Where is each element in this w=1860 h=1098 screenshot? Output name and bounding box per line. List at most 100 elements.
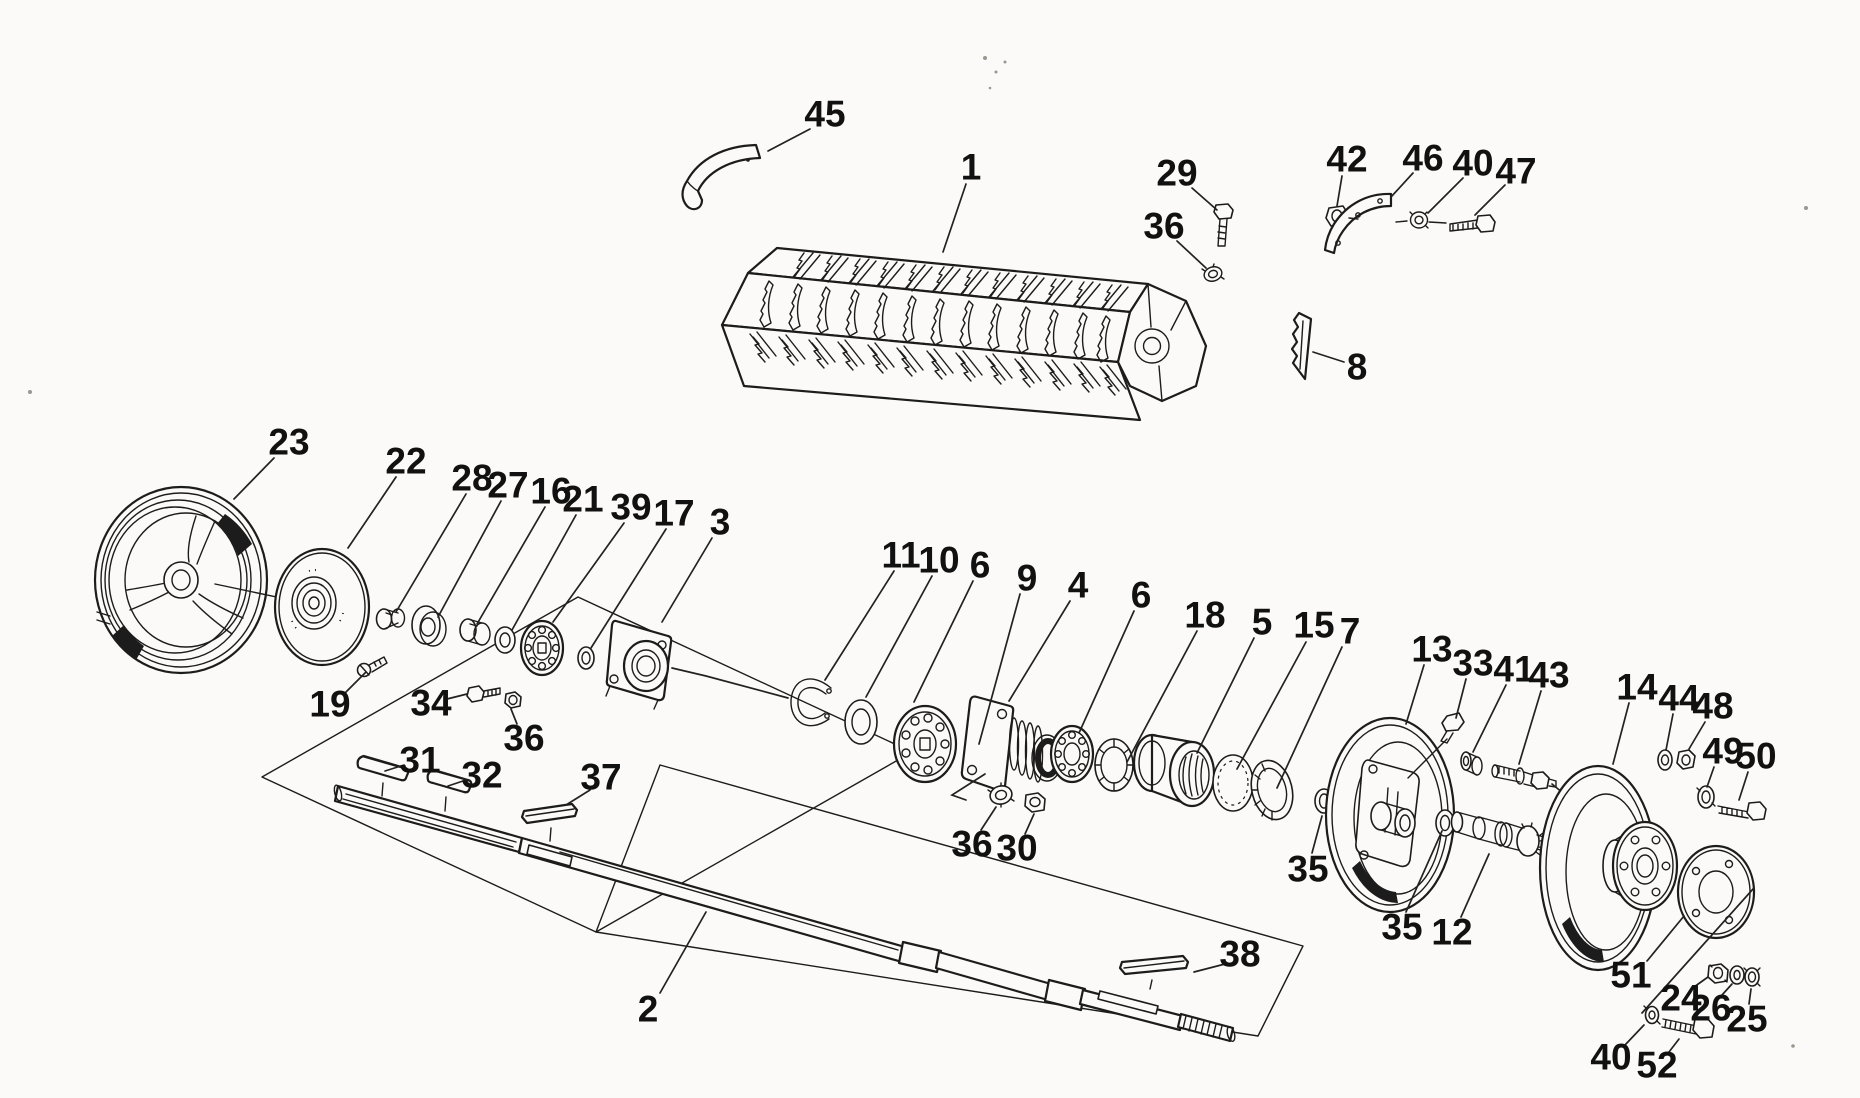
flanged-bushing-27 bbox=[411, 605, 447, 647]
leader-line-50 bbox=[1738, 771, 1749, 801]
leader-line-39 bbox=[552, 522, 625, 623]
part-label-15: 15 bbox=[1293, 604, 1334, 645]
part-label-21: 21 bbox=[562, 478, 603, 519]
leader-line-26 bbox=[1721, 983, 1733, 996]
leader-line-24 bbox=[1693, 976, 1709, 988]
support-disc-13 bbox=[1324, 716, 1456, 914]
lock-washer-36-top bbox=[1201, 263, 1225, 282]
leader-line-41 bbox=[1472, 684, 1507, 753]
leader-line-3 bbox=[661, 537, 713, 623]
leader-line-30 bbox=[1024, 813, 1035, 835]
bolt-33 bbox=[1407, 712, 1465, 779]
leader-line-42 bbox=[1336, 175, 1343, 207]
part-label-9: 9 bbox=[1017, 557, 1038, 598]
screw-19 bbox=[356, 656, 388, 678]
leader-line-7 bbox=[1276, 646, 1343, 789]
circlip-11 bbox=[790, 678, 832, 727]
leader-line-33 bbox=[1455, 678, 1467, 719]
part-label-19: 19 bbox=[309, 683, 350, 724]
part-label-33: 33 bbox=[1452, 642, 1493, 683]
leader-line-32 bbox=[447, 779, 467, 787]
nut-36-left bbox=[504, 691, 522, 709]
part-label-43: 43 bbox=[1528, 654, 1569, 695]
part-label-49: 49 bbox=[1702, 730, 1743, 771]
part-label-35: 35 bbox=[1381, 906, 1422, 947]
support-disc-14 bbox=[1538, 764, 1679, 972]
part-label-1: 1 bbox=[961, 146, 982, 187]
mounting-strap-46 bbox=[1323, 192, 1393, 255]
part-label-47: 47 bbox=[1495, 150, 1536, 191]
leader-line-10 bbox=[865, 575, 933, 698]
leader-line-31 bbox=[384, 764, 405, 772]
part-label-40: 40 bbox=[1590, 1036, 1631, 1077]
axis-dashes-top bbox=[1348, 217, 1447, 224]
part-label-6: 6 bbox=[1131, 574, 1152, 615]
washer-26 bbox=[1729, 965, 1745, 985]
leader-line-9 bbox=[978, 593, 1021, 745]
bearing-housing-3 bbox=[605, 619, 673, 710]
washer-10 bbox=[844, 699, 878, 745]
leader-line-36 bbox=[980, 806, 997, 831]
ball-bearing-6-left bbox=[892, 704, 958, 784]
part-label-10: 10 bbox=[918, 539, 959, 580]
nut-48 bbox=[1676, 749, 1696, 770]
leader-line-46 bbox=[1390, 172, 1414, 198]
leader-line-34 bbox=[446, 693, 468, 700]
part-label-52: 52 bbox=[1636, 1044, 1677, 1085]
part-label-36: 36 bbox=[1143, 205, 1184, 246]
bolt-52 bbox=[1661, 1017, 1715, 1039]
nut-24 bbox=[1707, 963, 1729, 984]
part-label-11: 11 bbox=[881, 534, 920, 575]
leader-line-5 bbox=[1196, 637, 1255, 754]
leader-line-11 bbox=[824, 570, 895, 681]
part-label-34: 34 bbox=[410, 682, 452, 723]
leader-line-12 bbox=[1460, 853, 1490, 918]
leader-line-44 bbox=[1665, 713, 1674, 751]
part-label-24: 24 bbox=[1660, 977, 1702, 1018]
serrated-washer-18 bbox=[1094, 738, 1134, 792]
ring-15 bbox=[1212, 754, 1254, 812]
part-label-27: 27 bbox=[487, 464, 528, 505]
part-label-8: 8 bbox=[1347, 346, 1368, 387]
part-label-5: 5 bbox=[1252, 601, 1273, 642]
leader-line-40 bbox=[1427, 177, 1464, 214]
leader-line-2 bbox=[659, 911, 707, 994]
leader-line-29 bbox=[1191, 187, 1218, 211]
leader-line-18 bbox=[1126, 630, 1198, 763]
part-label-28: 28 bbox=[451, 457, 492, 498]
part-label-4: 4 bbox=[1068, 564, 1089, 605]
spacer-41 bbox=[1460, 751, 1483, 776]
part-label-37: 37 bbox=[580, 756, 621, 797]
drum-shaft bbox=[333, 784, 1236, 1043]
leader-line-22 bbox=[347, 476, 397, 549]
part-label-6: 6 bbox=[970, 544, 991, 585]
part-label-18: 18 bbox=[1184, 594, 1225, 635]
washer-44 bbox=[1657, 749, 1673, 771]
leader-line-14 bbox=[1612, 702, 1630, 765]
part-label-35: 35 bbox=[1287, 848, 1328, 889]
drive-pulley-large-23 bbox=[93, 485, 306, 675]
leader-line-16 bbox=[476, 506, 546, 625]
lock-washer-25 bbox=[1743, 967, 1761, 987]
part-label-3: 3 bbox=[710, 501, 731, 542]
leader-line-27 bbox=[437, 500, 502, 618]
axis-connector-lines bbox=[671, 667, 1754, 1014]
variator-pulley-22 bbox=[273, 547, 371, 667]
leader-line-1 bbox=[942, 183, 967, 253]
nut-30 bbox=[1024, 792, 1046, 813]
bolt-50 bbox=[1717, 801, 1767, 821]
part-label-45: 45 bbox=[804, 93, 845, 134]
leader-line-17 bbox=[590, 528, 667, 649]
leader-line-13 bbox=[1405, 664, 1425, 725]
leader-line-35 bbox=[1311, 815, 1323, 854]
flanged-plate-51 bbox=[1676, 844, 1756, 940]
part-label-32: 32 bbox=[461, 754, 502, 795]
part-label-31: 31 bbox=[399, 739, 440, 780]
part-label-44: 44 bbox=[1658, 677, 1700, 718]
leader-line-19 bbox=[344, 671, 367, 694]
part-label-16: 16 bbox=[530, 470, 571, 511]
leader-line-4 bbox=[1008, 600, 1071, 702]
part-label-26: 26 bbox=[1690, 987, 1731, 1028]
